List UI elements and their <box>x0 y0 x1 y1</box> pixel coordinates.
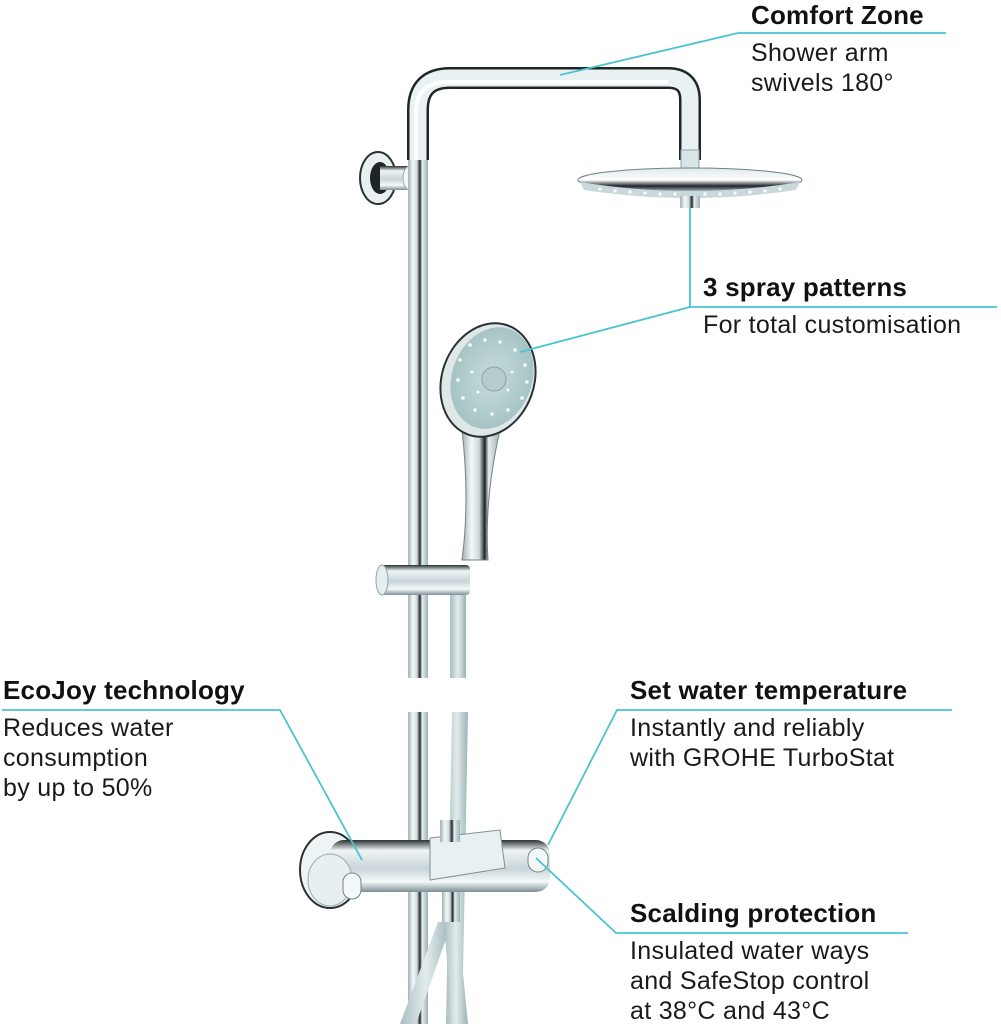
callout-description-line: swivels 180° <box>751 69 894 97</box>
callout-title: Set water temperature <box>630 675 908 705</box>
wall-bracket-upper <box>359 151 418 205</box>
leader-comfort-zone <box>559 32 946 76</box>
callout-ecojoy: EcoJoy technology Reduces water consumpt… <box>3 675 245 803</box>
callout-comfort-zone: Comfort Zone Shower arm swivels 180° <box>751 0 924 98</box>
leader-water-temperature <box>547 709 952 846</box>
callout-scalding-protection: Scalding protection Insulated water ways… <box>630 898 876 1026</box>
callout-description-line: at 38°C and 43°C <box>630 997 830 1025</box>
callout-description-line: Instantly and reliably <box>630 714 865 742</box>
callout-description-line: For total customisation <box>703 311 962 339</box>
callout-description-line: by up to 50% <box>3 774 153 802</box>
callout-title: Comfort Zone <box>751 0 924 30</box>
hand-shower <box>439 322 537 561</box>
slide-holder <box>375 564 470 596</box>
callout-description-line: consumption <box>3 744 149 772</box>
callout-title: Scalding protection <box>630 898 877 928</box>
callout-description-line: Reduces water <box>3 714 174 742</box>
callout-description-line: with GROHE TurboStat <box>630 744 895 772</box>
leader-ecojoy <box>2 709 363 861</box>
thermostat-mixer <box>299 820 550 922</box>
callout-description-line: Shower arm <box>751 39 889 67</box>
leader-lines <box>2 32 997 934</box>
callout-description-line: Insulated water ways <box>630 937 870 965</box>
leader-scalding-protection <box>535 857 908 934</box>
callout-title: 3 spray patterns <box>703 272 908 302</box>
callout-spray-patterns: 3 spray patterns For total customisation <box>703 272 961 340</box>
callout-water-temperature: Set water temperature Instantly and reli… <box>630 675 907 773</box>
callout-title: EcoJoy technology <box>3 675 245 705</box>
callout-description-line: and SafeStop control <box>630 967 870 995</box>
